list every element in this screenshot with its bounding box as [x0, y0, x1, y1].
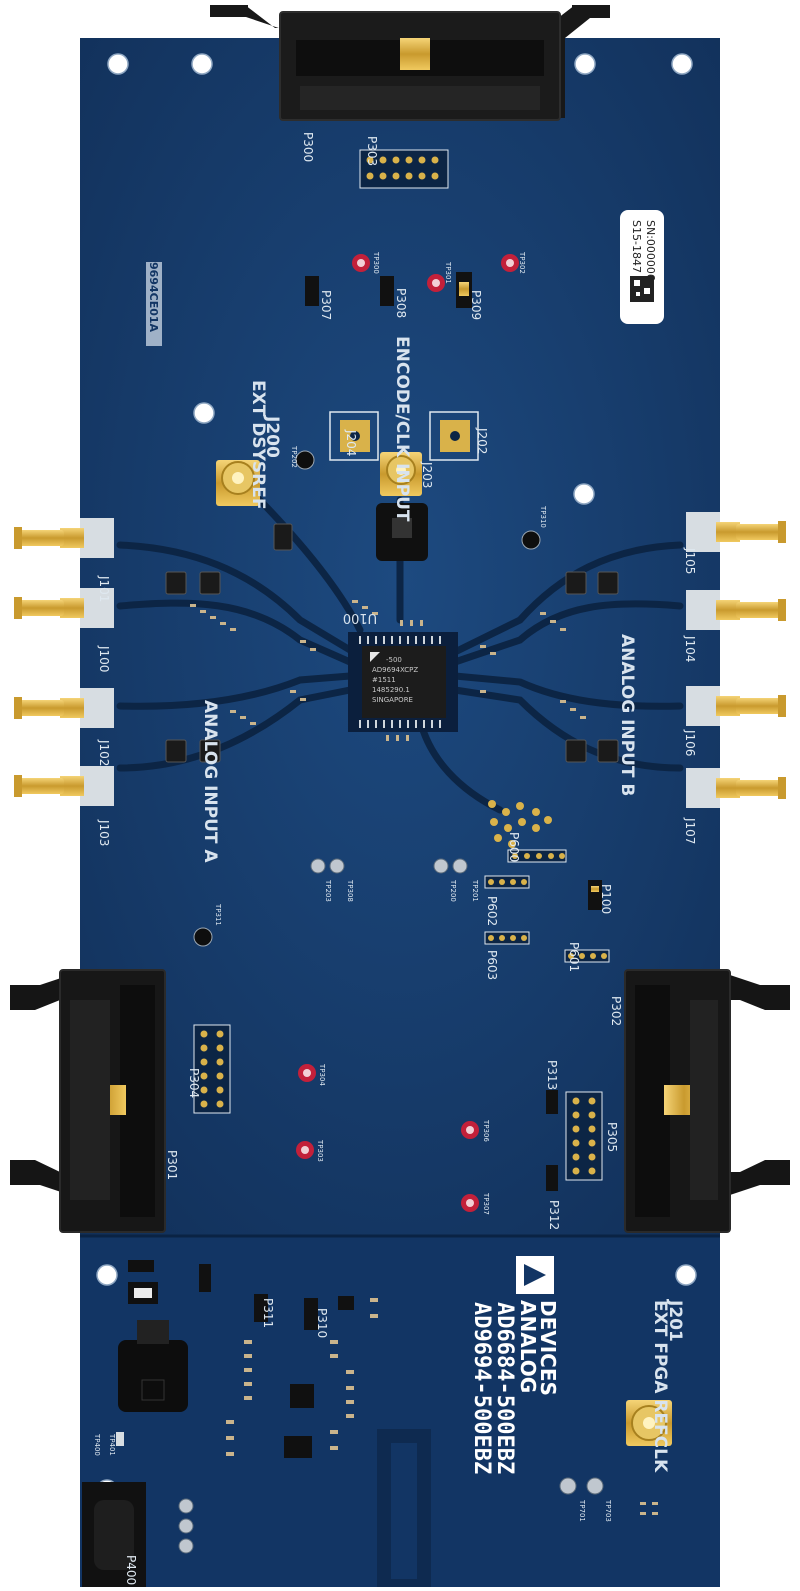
refdes-tp311: TP311 — [214, 903, 222, 926]
serial-sticker-line-2: SN:000006 — [644, 220, 657, 281]
p302-connector[interactable] — [624, 969, 790, 1233]
p304-header[interactable] — [193, 1024, 231, 1114]
j201-sma-connector[interactable] — [626, 1400, 672, 1446]
refdes-p301: P301 — [165, 1150, 179, 1180]
chip-refdes: U100 — [343, 610, 377, 625]
p305-header[interactable] — [546, 1090, 603, 1191]
serial-sticker — [620, 210, 664, 324]
refdes-j107: J107 — [683, 817, 697, 844]
refdes-j104: J104 — [683, 635, 697, 662]
refdes-p400: P400 — [124, 1555, 138, 1585]
label-ext-dsysref: EXT DSYSREF — [248, 380, 268, 509]
j203-sma-connector[interactable] — [380, 452, 422, 496]
refdes-p300: P300 — [301, 132, 315, 162]
p301-connector[interactable] — [10, 969, 166, 1233]
center-sma-footprints — [329, 411, 479, 461]
top-ribbon-connector[interactable] — [210, 5, 610, 121]
refdes-j204: J204 — [344, 429, 358, 456]
refdes-tp203: TP203 — [324, 879, 332, 902]
refdes-p602: P602 — [485, 896, 499, 926]
refdes-p313: P313 — [545, 1060, 559, 1090]
power-board — [80, 1235, 720, 1587]
refdes-tp302: TP302 — [518, 251, 526, 274]
label-j201: J201 — [665, 1299, 685, 1342]
chip-line-2: AD9694XCPZ — [372, 666, 418, 674]
refdes-tp306: TP306 — [482, 1119, 490, 1142]
refdes-p311: P311 — [261, 1298, 275, 1328]
refdes-p302: P302 — [609, 996, 623, 1026]
refdes-tp200: TP200 — [449, 879, 457, 902]
product-line-2: AD6684-500EBZ — [492, 1302, 517, 1474]
left-sma-connectors[interactable] — [14, 518, 114, 806]
refdes-tp308: TP308 — [346, 879, 354, 902]
refdes-tp703: TP703 — [604, 1499, 612, 1522]
refdes-j202: J202 — [475, 427, 489, 454]
refdes-tp701: TP701 — [578, 1499, 586, 1522]
refdes-j203: J203 — [420, 461, 434, 488]
board-id-strip — [146, 262, 162, 346]
chip-line-4: 1485290.1 — [372, 686, 410, 694]
power-components — [82, 1260, 658, 1591]
label-encode-clk: ENCODE/CLK INPUT — [392, 336, 412, 522]
refdes-p307: P307 — [319, 290, 333, 320]
refdes-p309: P309 — [469, 290, 483, 320]
refdes-tp201: TP201 — [471, 879, 479, 902]
row-headers[interactable] — [484, 849, 610, 963]
refdes-tp301: TP301 — [444, 261, 452, 284]
refdes-j101: J101 — [97, 575, 111, 602]
brand-line-1: ANALOG — [516, 1300, 540, 1393]
j200-sma-connector[interactable] — [216, 460, 260, 506]
label-analog-input-a: ANALOG INPUT A — [200, 700, 220, 863]
refdes-p601: P601 — [567, 942, 581, 972]
chip-line-1: -500 — [386, 656, 402, 664]
refdes-p308: P308 — [394, 288, 408, 318]
chip-line-3: #1511 — [372, 676, 396, 684]
refdes-p305: P305 — [605, 1122, 619, 1152]
refdes-tp304: TP304 — [318, 1063, 326, 1086]
refdes-tp310: TP310 — [539, 505, 547, 528]
product-line-1: AD9694-500EBZ — [469, 1302, 494, 1474]
refdes-p600: P600 — [507, 832, 521, 862]
board-id: 9694CE01A — [147, 262, 160, 333]
refdes-p310: P310 — [315, 1308, 329, 1338]
refdes-p303: P303 — [365, 136, 379, 166]
refdes-j103: J103 — [97, 819, 111, 846]
refdes-tp307: TP307 — [482, 1192, 490, 1215]
adc-chip-u100 — [348, 632, 458, 732]
jumpers-top[interactable] — [305, 272, 472, 308]
red-testpoints-bottom — [296, 1064, 479, 1212]
refdes-tp400: TP400 — [93, 1433, 101, 1456]
red-testpoints-top — [352, 254, 519, 292]
refdes-tp303: TP303 — [316, 1139, 324, 1162]
refdes-p312: P312 — [547, 1200, 561, 1230]
input-baluns — [165, 523, 619, 763]
refdes-p603: P603 — [485, 950, 499, 980]
refdes-j105: J105 — [683, 547, 697, 574]
chip-line-5: SINGAPORE — [372, 696, 413, 704]
refdes-tp401: TP401 — [108, 1433, 116, 1456]
analog-devices-logo — [516, 1256, 554, 1294]
label-analog-input-b: ANALOG INPUT B — [617, 634, 637, 796]
right-sma-connectors[interactable] — [686, 512, 786, 808]
black-testpoints — [193, 450, 541, 947]
smd-passives — [190, 600, 586, 741]
refdes-tp202: TP202 — [290, 445, 298, 468]
refdes-p100: P100 — [599, 884, 613, 914]
label-ext-fpga-refclk: EXT FPGA REFCLK — [650, 1300, 670, 1473]
p303-header[interactable] — [359, 149, 449, 189]
brand-line-2: DEVICES — [536, 1300, 560, 1396]
refdes-p304: P304 — [187, 1068, 201, 1098]
refdes-j106: J106 — [683, 729, 697, 756]
gold-test-pads — [488, 800, 552, 848]
silver-testpoints — [178, 858, 604, 1554]
serial-sticker-line-1: S15-1847 — [630, 220, 643, 273]
refdes-j102: J102 — [97, 739, 111, 766]
refdes-j100: J100 — [97, 645, 111, 672]
label-j200: J200 — [262, 415, 282, 458]
refdes-tp300: TP300 — [372, 251, 380, 274]
